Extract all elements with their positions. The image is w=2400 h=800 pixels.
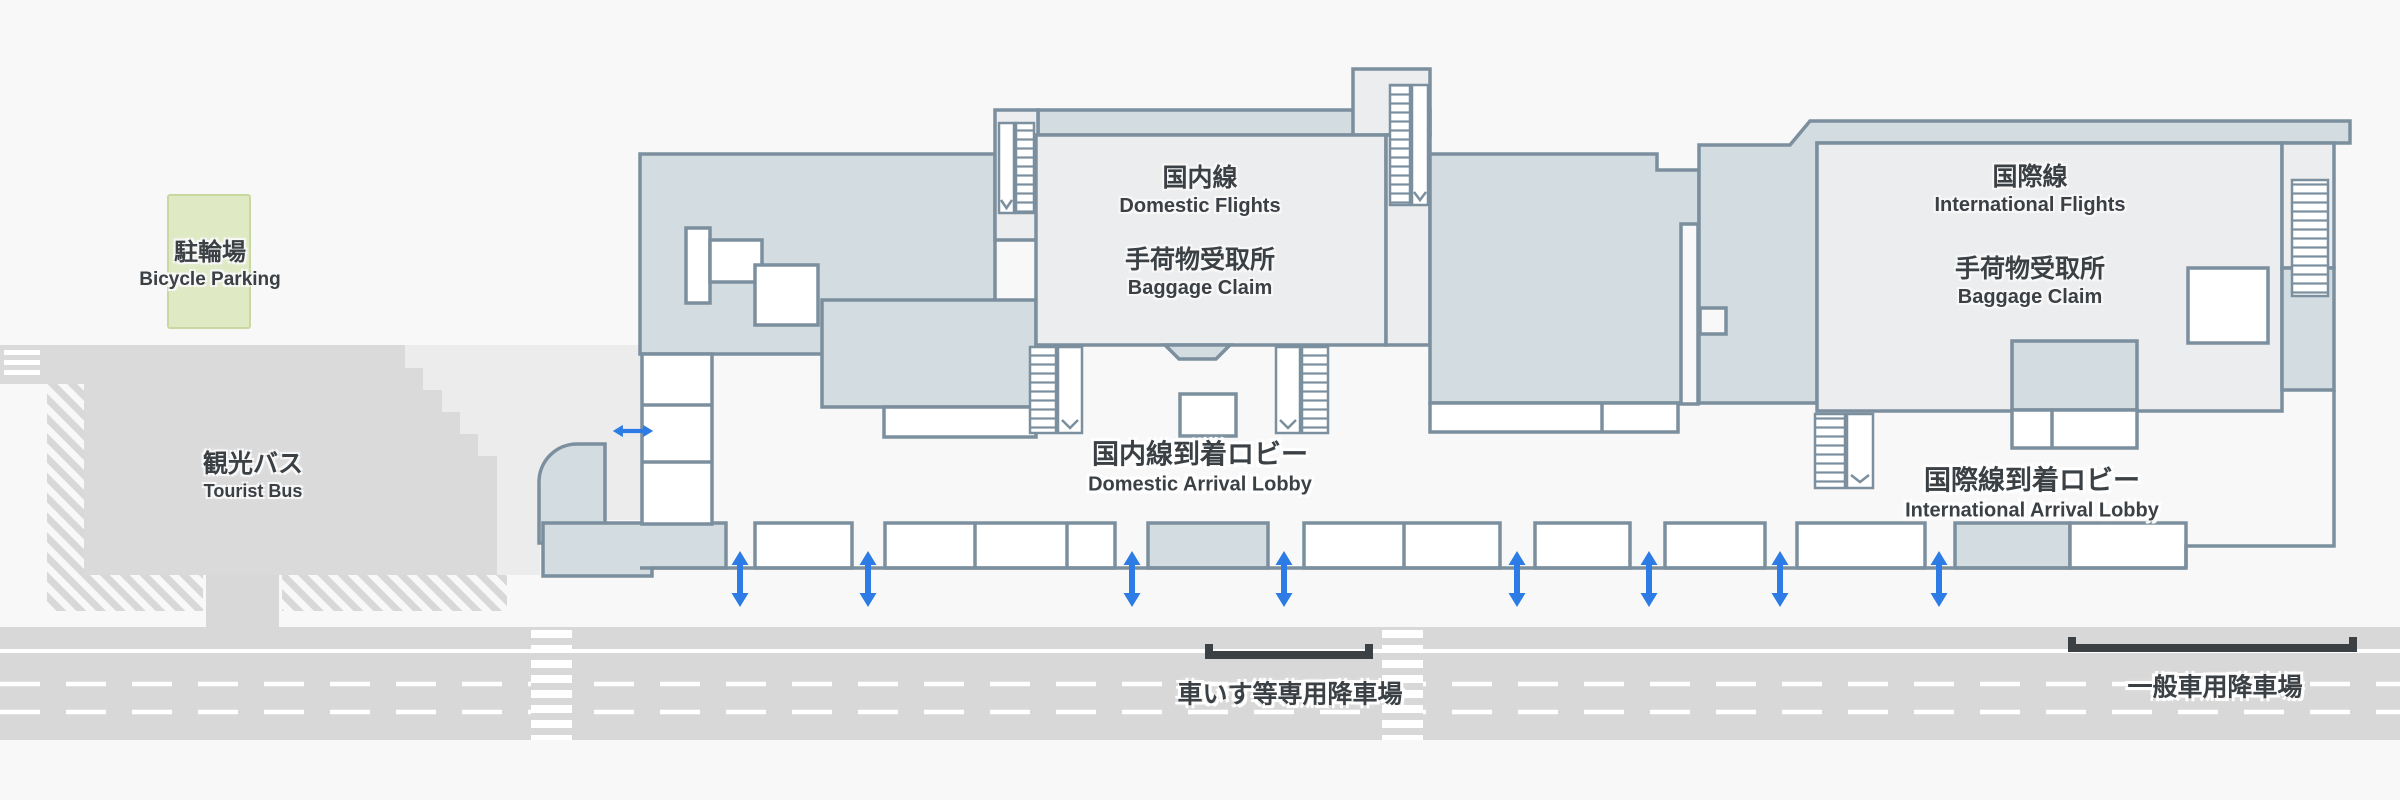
general-dropoff-jp: 一般車用降車場 (2127, 673, 2303, 702)
escalator-chevron-icon (1279, 419, 1297, 430)
international-lobby-en: International Arrival Lobby (1905, 499, 2159, 522)
right-end-wall (2184, 390, 2336, 568)
wheelchair-dropoff-jp: 車いす等専用降車場 (1177, 680, 1403, 709)
escalator-icon (1410, 83, 1430, 207)
escalator-icon (1845, 412, 1875, 490)
terminal-building (537, 67, 2352, 578)
room-column (640, 352, 714, 526)
international-block (1697, 119, 2352, 405)
bicycle-parking-jp: 駐輪場 (174, 239, 246, 267)
door-panel (1302, 521, 1502, 570)
room (1698, 306, 1728, 336)
room (753, 263, 820, 327)
road (0, 627, 2400, 740)
international-flights-jp: 国際線 (1992, 162, 2068, 191)
escalator-icon (997, 121, 1016, 215)
room (2186, 266, 2270, 345)
baggage-belt-icon (1160, 343, 1235, 361)
door-panel (1663, 521, 1767, 570)
domestic-lobby-en: Domestic Arrival Lobby (1088, 473, 1312, 496)
room (684, 226, 712, 305)
hatch-strip-icon (282, 575, 507, 611)
bus-road-connector (206, 575, 279, 629)
international-baggage-jp: 手荷物受取所 (1954, 254, 2106, 283)
tourist-bus-en: Tourist Bus (203, 481, 303, 502)
door-panel (753, 521, 854, 570)
stairs-icon (1300, 345, 1330, 435)
domestic-lobby-jp: 国内線到着ロビー (1091, 439, 1308, 470)
international-lobby-jp: 国際線到着ロビー (1924, 465, 2140, 496)
bicycle-parking-label: 駐輪場 Bicycle Parking (139, 238, 281, 292)
hatch-strip-icon (47, 384, 84, 611)
escalator-icon (1274, 345, 1302, 435)
bicycle-parking-area (167, 194, 251, 329)
left-lower-block (820, 298, 1038, 409)
bicycle-parking-en: Bicycle Parking (139, 269, 281, 291)
domestic-baggage-en: Baggage Claim (1127, 277, 1273, 300)
door-panel (1533, 521, 1632, 570)
door-panel (883, 521, 1117, 570)
escalator-chevron-icon (1061, 419, 1079, 430)
stairs-group (997, 83, 2330, 490)
entrance-canopy (537, 442, 607, 545)
tourist-bus-jp: 観光バス (202, 450, 304, 479)
mid-corridor (1679, 222, 1700, 406)
escalator-chevron-icon (999, 199, 1014, 211)
door-panel (1795, 521, 1927, 570)
wall-panel (1146, 521, 1270, 570)
general-dropoff-label: 一般車用降車場 (2127, 672, 2302, 703)
wall-panel (1953, 521, 2072, 570)
international-flights-label: 国際線 International Flights (1934, 162, 2125, 218)
room-row (2010, 408, 2139, 450)
stairs-icon (2290, 178, 2330, 298)
domestic-flights-jp: 国内線 (1162, 163, 1238, 192)
stairs-icon (1028, 345, 1058, 435)
escalator-chevron-icon (1413, 191, 1427, 203)
stairs-icon (1014, 121, 1036, 215)
inner-block (2010, 339, 2139, 412)
lobby-doorway (1178, 392, 1238, 438)
room-row (1428, 401, 1680, 434)
international-baggage-label: 手荷物受取所 Baggage Claim (1955, 254, 2105, 310)
domestic-baggage-jp: 手荷物受取所 (1124, 245, 1276, 274)
tourist-bus-label: 観光バス Tourist Bus (203, 449, 303, 503)
room (882, 405, 1038, 439)
door-panel (2068, 521, 2188, 570)
mid-block (1428, 152, 1701, 405)
domestic-flights-label: 国内線 Domestic Flights (1119, 163, 1280, 219)
international-baggage-en: Baggage Claim (1957, 286, 2103, 309)
hatch-strip-icon (47, 575, 203, 611)
domestic-flights-en: Domestic Flights (1119, 195, 1281, 218)
tourist-bus-area (0, 345, 497, 575)
stairs-icon (1813, 412, 1847, 490)
crosswalk-icon (531, 627, 572, 740)
international-flights-en: International Flights (1934, 194, 2126, 217)
domestic-baggage-label: 手荷物受取所 Baggage Claim (1125, 245, 1275, 301)
crosswalk-icon (1382, 627, 1423, 740)
escalator-chevron-icon (1850, 474, 1870, 484)
general-dropoff-bracket (2068, 637, 2357, 652)
stairs-icon (1388, 83, 1412, 207)
domestic-lobby-label: 国内線到着ロビー Domestic Arrival Lobby (1088, 439, 1312, 498)
escalator-icon (1056, 345, 1084, 435)
road-stub-marks-icon (4, 350, 40, 375)
wheelchair-dropoff-bracket (1205, 644, 1373, 659)
road-solid-line (0, 649, 2400, 653)
international-lobby-label: 国際線到着ロビー International Arrival Lobby (1905, 465, 2159, 524)
wheelchair-dropoff-label: 車いす等専用降車場 (1177, 679, 1402, 710)
